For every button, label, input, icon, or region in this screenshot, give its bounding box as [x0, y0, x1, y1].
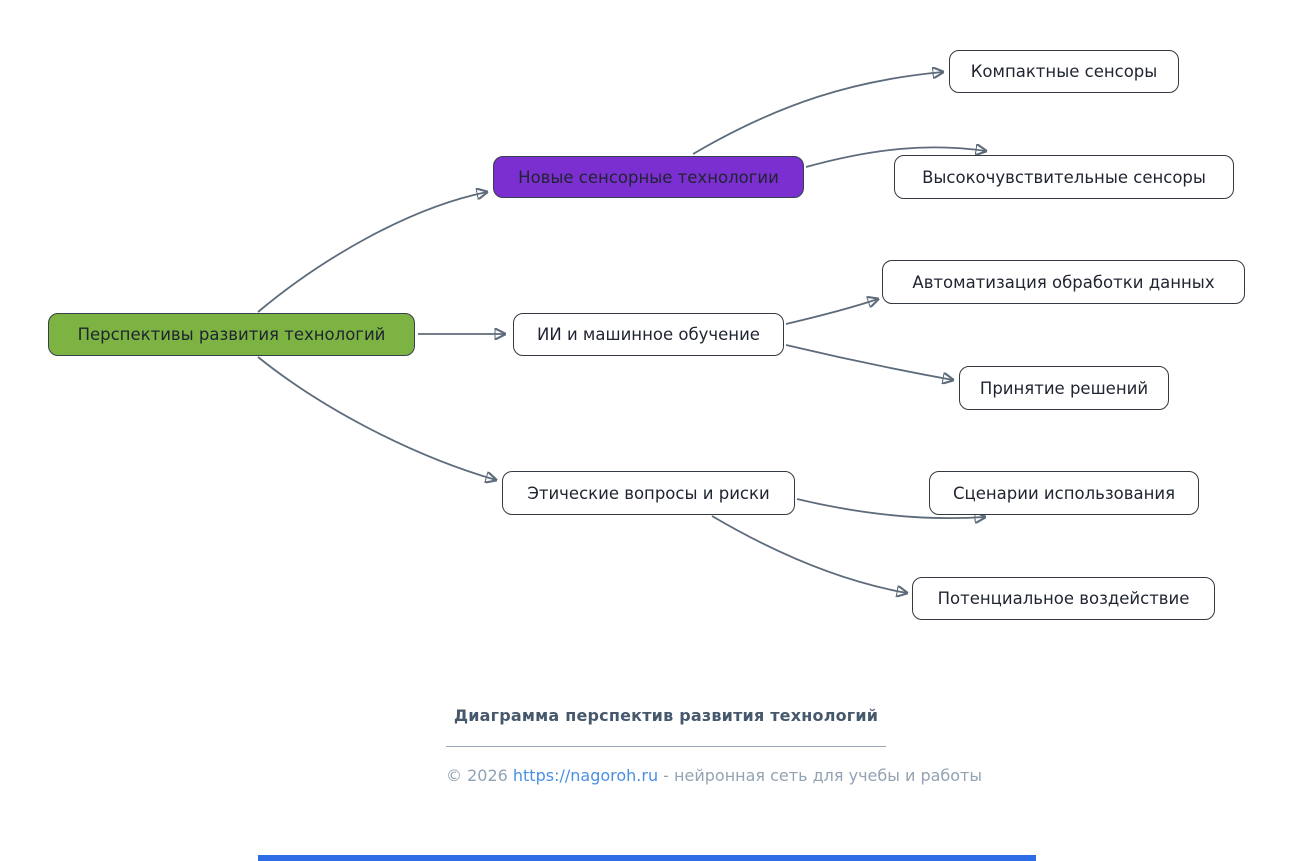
- edge-ai-ml-to-decision-making: [785, 344, 953, 380]
- node-decision-making-label: Принятие решений: [979, 378, 1149, 398]
- caption-title: Диаграмма перспектив развития технологий: [453, 706, 879, 725]
- node-sensitive-sensors-label: Высокочувствительные сенсоры: [922, 167, 1206, 187]
- node-ethics-risks-label: Этические вопросы и риски: [527, 483, 770, 503]
- diagram-caption: Диаграмма перспектив развития технологий…: [446, 706, 982, 785]
- node-ethics-risks: Этические вопросы и риски: [502, 471, 795, 515]
- node-potential-impact: Потенциальное воздействие: [912, 577, 1215, 620]
- node-root-label: Перспективы развития технологий: [77, 325, 386, 344]
- site-link[interactable]: https://nagoroh.ru: [512, 766, 659, 785]
- footer-tagline: - нейронная сеть для учебы и работы: [658, 766, 983, 785]
- node-potential-impact-label: Потенциальное воздействие: [937, 589, 1190, 608]
- node-data-automation: Автоматизация обработки данных: [882, 260, 1245, 304]
- node-data-automation-label: Автоматизация обработки данных: [912, 272, 1215, 292]
- node-usage-scenarios-label: Сценарии использования: [952, 483, 1176, 503]
- node-decision-making: Принятие решений: [959, 366, 1169, 410]
- caption-divider: [446, 746, 886, 747]
- node-sensitive-sensors: Высокочувствительные сенсоры: [894, 155, 1234, 199]
- node-compact-sensors: Компактные сенсоры: [949, 50, 1179, 93]
- node-sensor-tech-label: Новые сенсорные технологии: [518, 167, 779, 187]
- edge-ethics-to-potential-impact: [711, 515, 907, 593]
- edge-root-to-sensor-tech: [257, 192, 487, 313]
- edge-ai-ml-to-data-automation: [785, 299, 878, 325]
- node-ai-ml: ИИ и машинное обучение: [513, 313, 784, 356]
- footer-line: © 2026 https://nagoroh.ru - нейронная се…: [446, 766, 982, 785]
- edge-root-to-ethics: [257, 356, 496, 480]
- node-sensor-tech: Новые сенсорные технологии: [493, 156, 804, 198]
- copyright-text: © 2026: [446, 766, 513, 785]
- node-ai-ml-label: ИИ и машинное обучение: [537, 325, 760, 344]
- edge-sensor-tech-to-compact-sensors: [692, 72, 943, 155]
- node-compact-sensors-label: Компактные сенсоры: [970, 62, 1158, 81]
- node-root: Перспективы развития технологий: [48, 313, 415, 356]
- horizontal-scrollbar-thumb[interactable]: [258, 855, 1036, 861]
- node-usage-scenarios: Сценарии использования: [929, 471, 1199, 515]
